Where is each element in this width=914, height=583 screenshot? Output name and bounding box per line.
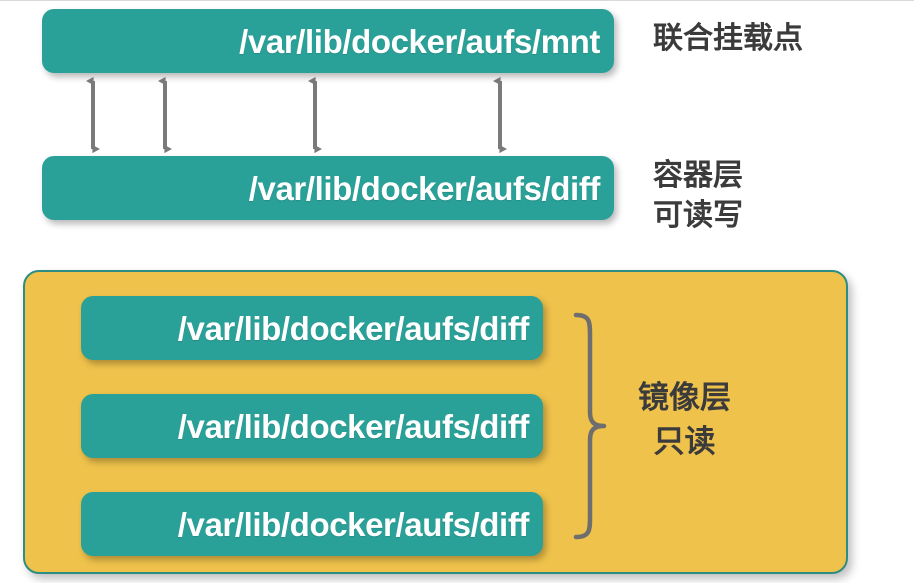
- container-layer-label: 容器层 可读写: [653, 159, 743, 232]
- union-mount-label: 联合挂载点: [653, 22, 803, 55]
- image-layer-path-box: /var/lib/docker/aufs/diff: [81, 394, 543, 458]
- image-layer-path-text: /var/lib/docker/aufs/diff: [177, 309, 530, 347]
- container-layer-path-text: /var/lib/docker/aufs/diff: [248, 169, 601, 207]
- image-layer-path-box: /var/lib/docker/aufs/diff: [81, 296, 543, 360]
- image-layer-path-text: /var/lib/docker/aufs/diff: [177, 505, 530, 543]
- image-layer-label: 镜像层 只读: [638, 380, 731, 460]
- image-layer-group: /var/lib/docker/aufs/diff /var/lib/docke…: [23, 270, 848, 574]
- union-mount-path-text: /var/lib/docker/aufs/mnt: [239, 22, 600, 60]
- image-layer-path-text: /var/lib/docker/aufs/diff: [177, 407, 530, 445]
- image-layer-path-box: /var/lib/docker/aufs/diff: [81, 492, 543, 556]
- union-mount-path-box: /var/lib/docker/aufs/mnt: [42, 9, 614, 73]
- curly-brace-icon: [573, 312, 607, 540]
- container-layer-path-box: /var/lib/docker/aufs/diff: [42, 156, 614, 220]
